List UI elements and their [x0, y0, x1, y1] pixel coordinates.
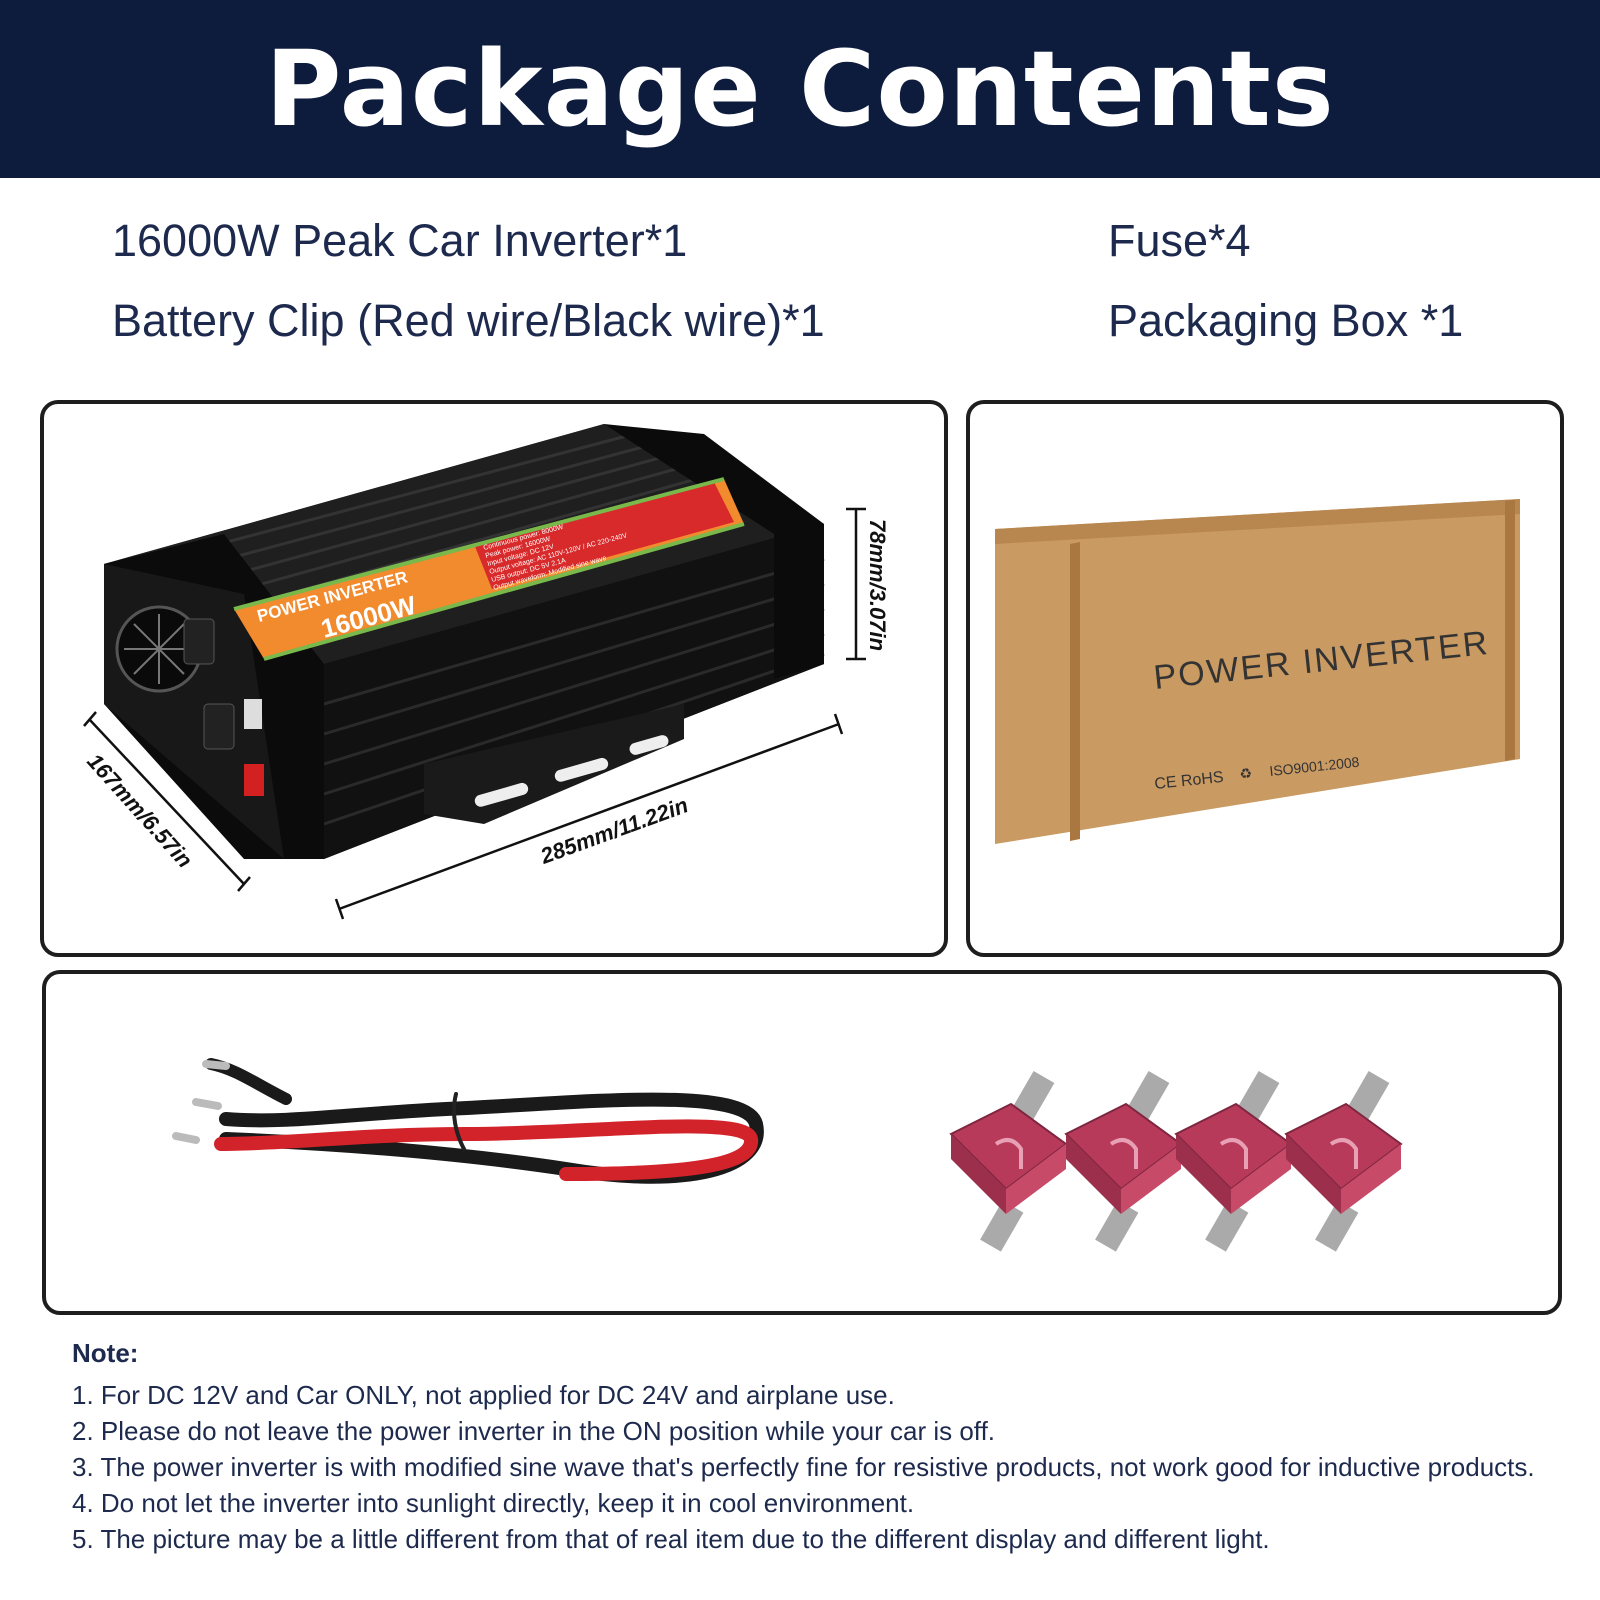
power-switch-icon — [244, 764, 264, 796]
content-item-fuse: Fuse*4 — [1108, 215, 1251, 266]
recycle-icon: ♻ — [1239, 765, 1253, 782]
dim-length-label: 285mm/11.22in — [536, 792, 691, 869]
note-line: 3. The power inverter is with modified s… — [72, 1452, 1535, 1482]
accessories-panel — [42, 970, 1562, 1315]
note-title: Note: — [72, 1338, 139, 1368]
packaging-box-panel: POWER INVERTER CE RoHS ♻ ISO9001:2008 — [966, 400, 1564, 957]
content-item-inverter: 16000W Peak Car Inverter*1 — [112, 215, 688, 266]
battery-clip-wires — [172, 1058, 764, 1184]
dim-height-label: 78mm/3.07in — [865, 519, 890, 651]
note-line: 4. Do not let the inverter into sunlight… — [72, 1488, 915, 1518]
content-item-packaging-box: Packaging Box *1 — [1108, 295, 1464, 346]
packaging-box-illustration: POWER INVERTER CE RoHS ♻ ISO9001:2008 — [995, 499, 1520, 844]
outlet-icon — [203, 703, 235, 750]
fuse-set — [949, 1070, 1403, 1252]
fuse-icon — [1284, 1070, 1403, 1252]
note-line: 2. Please do not leave the power inverte… — [72, 1416, 996, 1446]
fuse-icon — [1174, 1070, 1293, 1252]
usb-port-icon — [244, 699, 262, 729]
note-line: 5. The picture may be a little different… — [72, 1524, 1270, 1554]
page-title: Package Contents — [265, 28, 1335, 150]
notes-section: Note: 1. For DC 12V and Car ONLY, not ap… — [72, 1338, 1592, 1557]
header-banner: Package Contents — [0, 0, 1600, 178]
fuse-icon — [949, 1070, 1068, 1252]
cardboard-box: POWER INVERTER CE RoHS ♻ ISO9001:2008 — [995, 499, 1520, 844]
inverter-panel: POWER INVERTER 16000W Continuous power: … — [40, 400, 948, 957]
note-line: 1. For DC 12V and Car ONLY, not applied … — [72, 1380, 895, 1410]
content-item-battery-clip: Battery Clip (Red wire/Black wire)*1 — [112, 295, 825, 346]
package-contents-list: 16000W Peak Car Inverter*1 Battery Clip … — [0, 205, 1600, 375]
dimension-lines — [83, 507, 866, 920]
inverter-illustration: POWER INVERTER 16000W Continuous power: … — [82, 424, 890, 920]
outlet-icon — [183, 618, 215, 665]
accessories-illustration — [172, 1058, 1403, 1252]
fuse-icon — [1064, 1070, 1183, 1252]
